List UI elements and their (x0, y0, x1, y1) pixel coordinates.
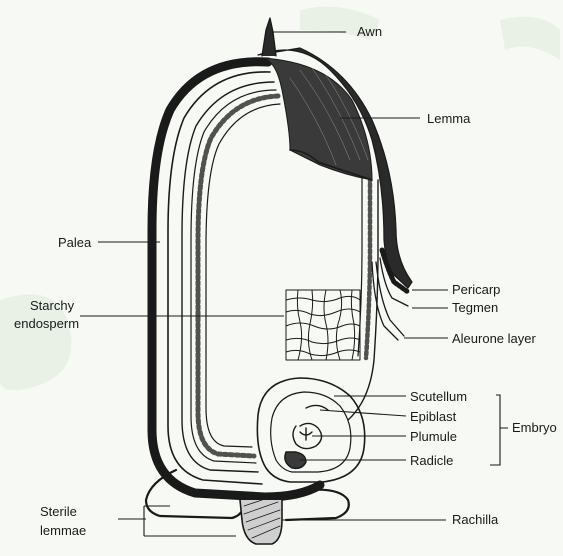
label-awn: Awn (357, 24, 382, 39)
leader-sterile-lemmae (118, 506, 236, 536)
endosperm-cells (286, 290, 360, 360)
awn-shape (262, 18, 276, 56)
label-palea: Palea (58, 235, 92, 250)
label-aleurone-layer: Aleurone layer (452, 331, 536, 346)
label-epiblast: Epiblast (410, 409, 457, 424)
epiblast-shape (306, 405, 328, 410)
label-tegmen: Tegmen (452, 300, 498, 315)
right-seed-coat (348, 180, 378, 420)
label-lemma: Lemma (427, 111, 471, 126)
label-rachilla: Rachilla (452, 512, 499, 527)
embryo-outline (257, 378, 364, 482)
label-pericarp: Pericarp (452, 282, 500, 297)
label-starchy-endosperm-1: Starchy (30, 298, 75, 313)
grain-illustration (146, 18, 412, 544)
label-scutellum: Scutellum (410, 389, 467, 404)
tegmen-shape (191, 90, 276, 463)
leader-epiblast (320, 410, 406, 416)
label-sterile-lemmae-2: lemmae (40, 523, 86, 538)
label-sterile-lemmae-1: Sterile (40, 504, 77, 519)
label-embryo: Embryo (512, 420, 557, 435)
label-plumule: Plumule (410, 429, 457, 444)
aleurone-layer-shape (198, 96, 278, 456)
label-starchy-endosperm-2: endosperm (14, 316, 79, 331)
right-aleurone (366, 178, 370, 358)
label-radicle: Radicle (410, 453, 453, 468)
embryo-bracket (490, 395, 508, 465)
palea-inner-edge (168, 72, 270, 484)
endosperm-inner-edge (206, 104, 280, 447)
